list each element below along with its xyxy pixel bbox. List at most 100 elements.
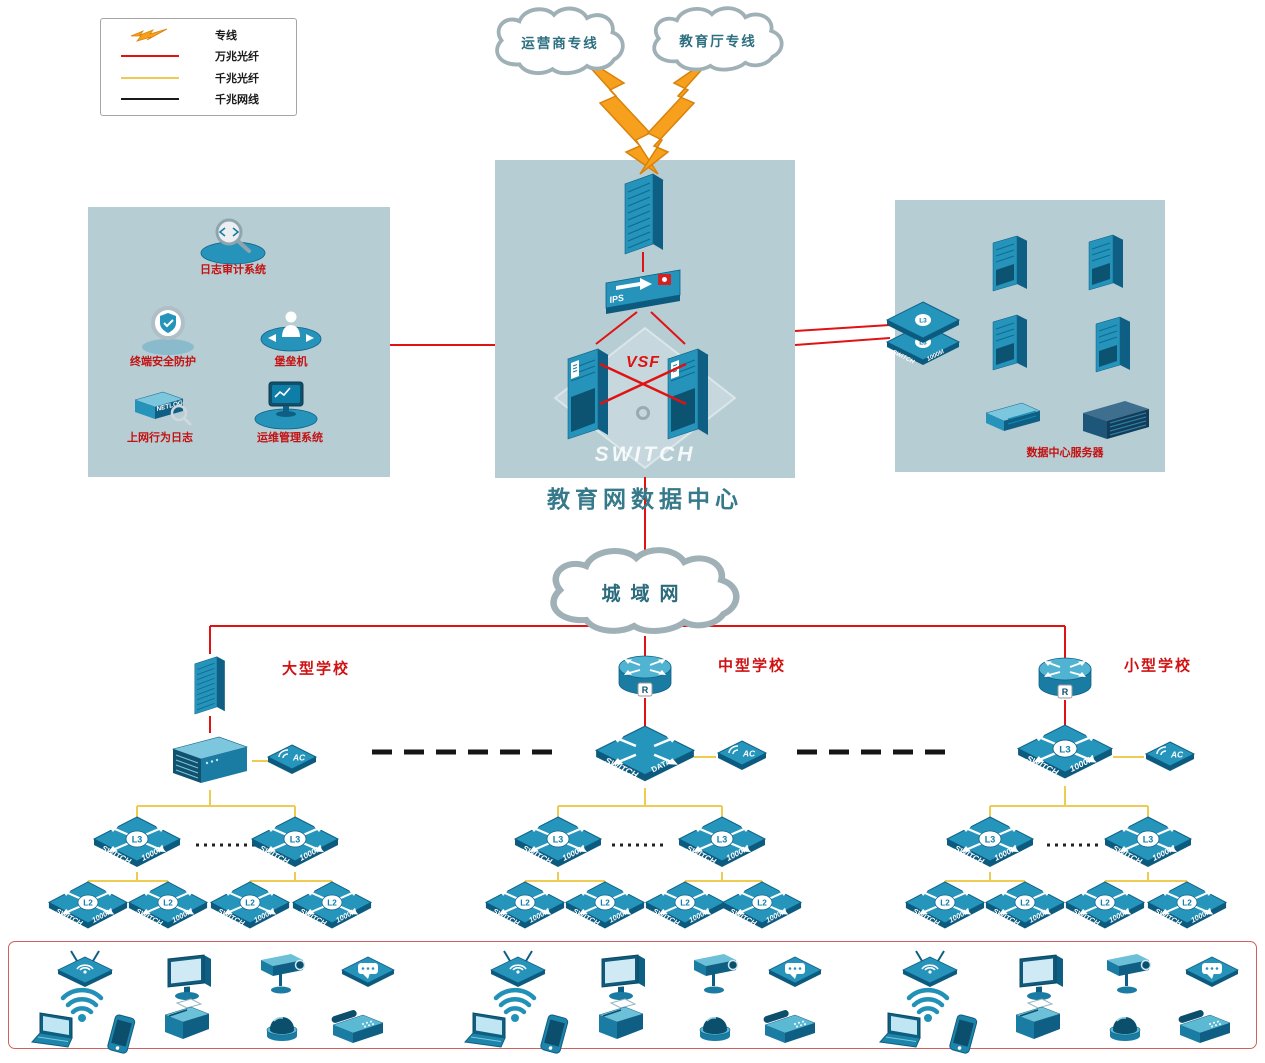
svg-text:R: R bbox=[642, 685, 649, 695]
dc-title: 教育网数据中心 bbox=[547, 486, 743, 513]
legend-label: 万兆光纤 bbox=[215, 51, 259, 64]
dc-access-switch: L3L3SWITCH1000M bbox=[885, 301, 961, 371]
wlan-ap-icon bbox=[490, 949, 546, 987]
fax-phone-icon bbox=[1176, 1005, 1234, 1047]
svg-text:L2: L2 bbox=[245, 899, 255, 908]
lightning-icon bbox=[111, 27, 189, 43]
svg-text:AC: AC bbox=[292, 753, 306, 763]
wifi-signal-icon bbox=[905, 983, 951, 1025]
im-device-icon bbox=[1184, 955, 1240, 989]
smartphone-icon bbox=[103, 1012, 139, 1058]
fax-phone-icon bbox=[329, 1005, 387, 1047]
legend-row-1g-fiber: 千兆光纤 bbox=[111, 70, 286, 86]
yellow-line-icon bbox=[111, 76, 189, 79]
medium-school-ac: AC bbox=[716, 740, 768, 772]
svg-text:L2: L2 bbox=[520, 899, 530, 908]
ptz-camera-icon bbox=[1099, 950, 1157, 996]
svg-text:L2: L2 bbox=[600, 899, 610, 908]
svg-text:AC: AC bbox=[1170, 750, 1184, 760]
cloud-metro-network: 城域网 bbox=[536, 542, 754, 642]
dc-blade-chassis bbox=[1079, 397, 1153, 443]
dc-server-3 bbox=[988, 309, 1032, 375]
svg-text:L2: L2 bbox=[940, 899, 950, 908]
wlan-ap-icon bbox=[57, 949, 113, 987]
svg-text:L2: L2 bbox=[83, 899, 93, 908]
laptop-icon bbox=[876, 1011, 934, 1051]
svg-text:L2: L2 bbox=[1020, 899, 1030, 908]
svg-text:L3: L3 bbox=[919, 318, 927, 325]
small-school-router: R bbox=[1038, 655, 1092, 701]
endpoint-security-icon bbox=[138, 303, 198, 355]
svg-text:L3: L3 bbox=[290, 835, 301, 845]
wifi-signal-icon bbox=[492, 983, 538, 1025]
svg-text:L3: L3 bbox=[1143, 835, 1154, 845]
bastion-host-label: 堡垒机 bbox=[274, 356, 308, 368]
ops-mgmt-label: 运维管理系统 bbox=[257, 432, 323, 444]
large-school-label: 大型学校 bbox=[281, 660, 351, 678]
printer-icon bbox=[591, 998, 649, 1045]
svg-text:L2: L2 bbox=[757, 899, 767, 908]
laptop-icon bbox=[28, 1011, 86, 1051]
wlan-ap-icon bbox=[902, 949, 958, 987]
printer-icon bbox=[1008, 998, 1066, 1045]
ptz-camera-icon bbox=[253, 950, 311, 996]
dc-server-4 bbox=[1091, 311, 1135, 377]
vsf-ring bbox=[636, 406, 650, 420]
svg-text:IPS: IPS bbox=[609, 293, 625, 305]
medium-school-router: R bbox=[618, 653, 672, 699]
dc-core-server-1 bbox=[562, 339, 614, 445]
pc-monitor-icon bbox=[596, 953, 648, 1001]
dome-camera-icon bbox=[1104, 1008, 1146, 1046]
vsf-link: VSF bbox=[598, 354, 688, 420]
legend-label: 千兆光纤 bbox=[215, 72, 259, 85]
legend: 专线 万兆光纤 千兆光纤 千兆网线 bbox=[100, 18, 297, 116]
svg-text:L3: L3 bbox=[553, 835, 564, 845]
svg-text:L2: L2 bbox=[163, 899, 173, 908]
svg-text:L3: L3 bbox=[919, 340, 927, 347]
smartphone-icon bbox=[945, 1012, 981, 1058]
svg-text:L3: L3 bbox=[717, 835, 728, 845]
dc-storage bbox=[982, 399, 1044, 435]
dc-firewall bbox=[619, 166, 667, 258]
dc-servers-label: 数据中心服务器 bbox=[1026, 447, 1104, 459]
im-device-icon bbox=[340, 955, 396, 989]
medium-school-label: 中型学校 bbox=[717, 657, 787, 675]
legend-row-10g-fiber: 万兆光纤 bbox=[111, 48, 286, 64]
cloud-education-dept-line: 教育厅专线 bbox=[642, 2, 794, 78]
large-school-ac: AC bbox=[266, 744, 318, 776]
dc-core-server-2 bbox=[662, 339, 714, 445]
printer-icon bbox=[157, 998, 215, 1045]
svg-text:L2: L2 bbox=[680, 899, 690, 908]
dome-camera-icon bbox=[694, 1008, 736, 1046]
dc-server-1 bbox=[988, 230, 1032, 296]
svg-text:L3: L3 bbox=[1059, 744, 1071, 755]
legend-row-1g-copper: 千兆网线 bbox=[111, 91, 286, 107]
netlog-label: 上网行为日志 bbox=[127, 432, 193, 444]
wifi-signal-icon bbox=[59, 983, 105, 1025]
large-school-firewall bbox=[190, 651, 228, 717]
netlog-icon: NETLOG bbox=[129, 386, 195, 428]
bastion-host-icon bbox=[258, 307, 324, 353]
svg-text:L2: L2 bbox=[1182, 899, 1192, 908]
smartphone-icon bbox=[536, 1012, 572, 1058]
log-audit-label: 日志审计系统 bbox=[200, 264, 266, 276]
log-audit-icon bbox=[197, 215, 269, 265]
svg-text:L2: L2 bbox=[327, 899, 337, 908]
cloud-label: 教育厅专线 bbox=[679, 34, 757, 49]
